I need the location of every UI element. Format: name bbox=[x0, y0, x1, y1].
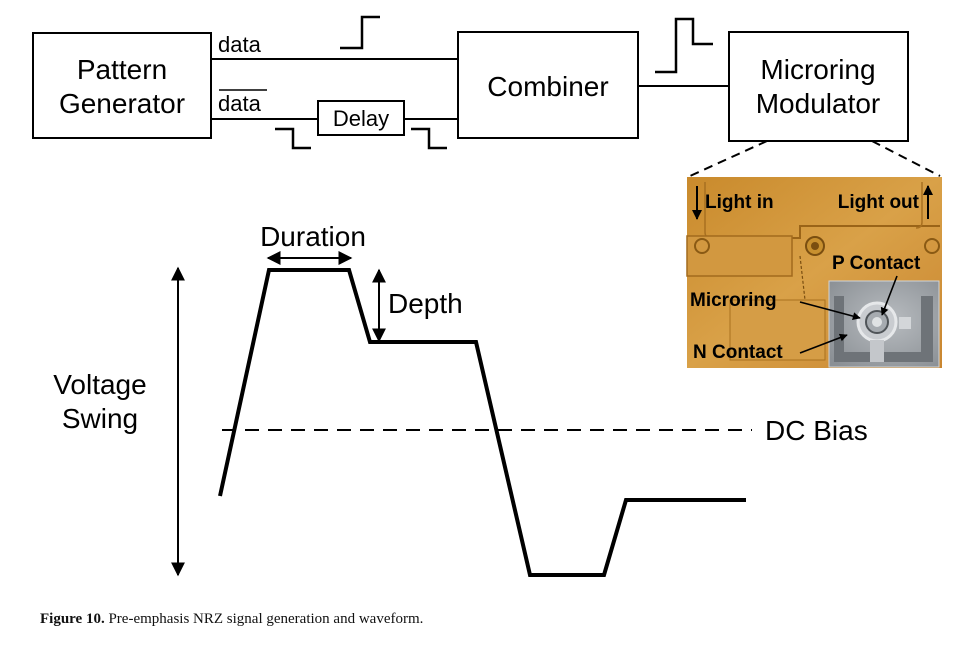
rising-edge-glyph bbox=[340, 17, 380, 48]
light-in-label: Light in bbox=[705, 192, 774, 213]
pattern-generator-label-1: Pattern bbox=[77, 54, 167, 85]
data-label: data bbox=[218, 32, 262, 57]
falling-edge-glyph-1 bbox=[275, 129, 311, 148]
pattern-generator-label-2: Generator bbox=[59, 88, 185, 119]
depth-label: Depth bbox=[388, 288, 463, 319]
combiner-label: Combiner bbox=[487, 71, 608, 102]
zoom-line-left bbox=[690, 141, 767, 176]
falling-edge-glyph-2 bbox=[411, 129, 447, 148]
p-contact-label: P Contact bbox=[832, 253, 921, 274]
microring-modulator-label-2: Modulator bbox=[756, 88, 881, 119]
figure-caption: Figure 10. Pre-emphasis NRZ signal gener… bbox=[40, 611, 423, 628]
delay-label: Delay bbox=[333, 106, 389, 131]
light-out-label: Light out bbox=[838, 192, 920, 213]
microring-modulator-block: Microring Modulator bbox=[729, 32, 908, 141]
microring-label: Microring bbox=[690, 290, 777, 311]
voltage-swing-label-1: Voltage bbox=[53, 369, 146, 400]
figure-caption-label: Figure 10. bbox=[40, 611, 105, 627]
combiner-block: Combiner bbox=[458, 32, 638, 138]
pre-emphasis-waveform bbox=[220, 270, 746, 575]
microring-modulator-label-1: Microring bbox=[760, 54, 875, 85]
figure-caption-text: Pre-emphasis NRZ signal generation and w… bbox=[108, 611, 423, 627]
data-bar-label: data bbox=[218, 91, 262, 116]
pre-emphasis-diagram: Pattern Generator Combiner Microring Mod… bbox=[0, 0, 971, 600]
pattern-generator-block: Pattern Generator bbox=[33, 33, 211, 138]
duration-label: Duration bbox=[260, 221, 366, 252]
zoom-line-right bbox=[872, 141, 940, 176]
voltage-swing-label-2: Swing bbox=[62, 403, 138, 434]
n-contact-label: N Contact bbox=[693, 342, 783, 363]
delay-block: Delay bbox=[318, 101, 404, 135]
pre-emphasis-pulse-glyph bbox=[655, 19, 713, 72]
dc-bias-label: DC Bias bbox=[765, 415, 868, 446]
